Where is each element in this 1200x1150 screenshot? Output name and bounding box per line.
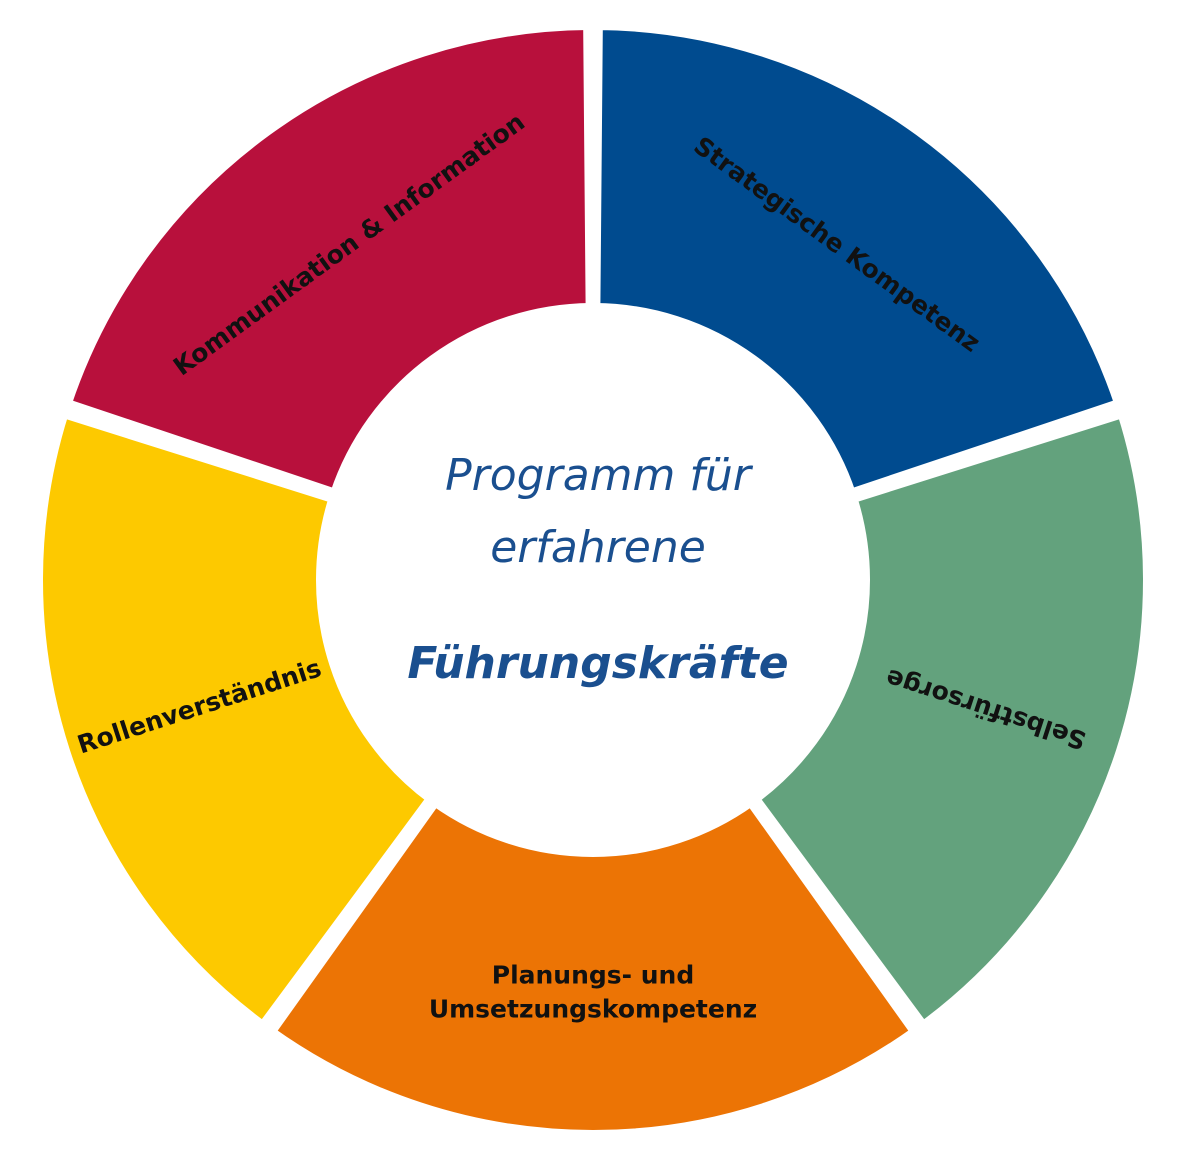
center-title: Programm für erfahrene Führungskräfte [407,450,788,689]
center-title-highlight: Führungskräfte [407,638,788,689]
center-circle [321,308,865,852]
segment-label-line: Umsetzungskompetenz [429,995,757,1024]
center-title-line-1: Programm für [445,450,754,501]
segment-label-line: Planungs- und [492,961,695,990]
center-title-line-2: erfahrene [490,522,706,573]
